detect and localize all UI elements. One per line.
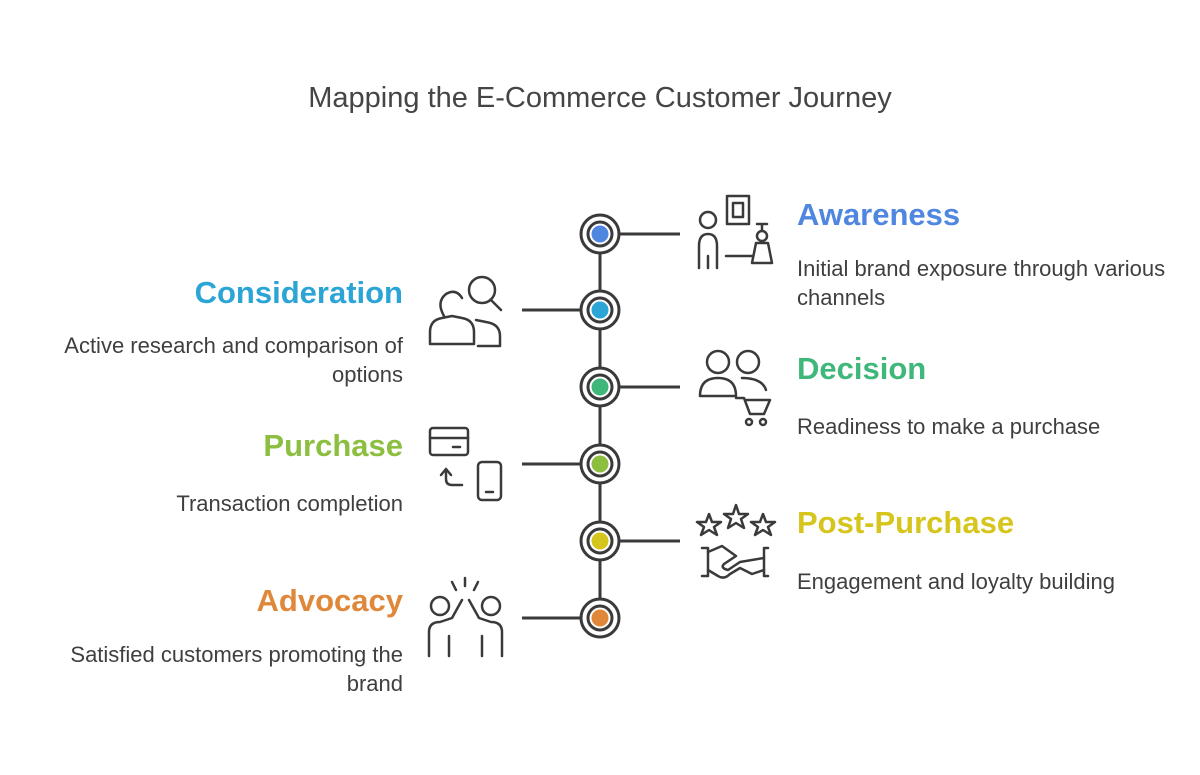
high-five-icon (427, 576, 504, 658)
stage-title-advocacy: Advocacy (256, 583, 403, 618)
node-decision (579, 366, 621, 408)
stage-desc-consideration: Active research and comparison of option… (64, 333, 403, 387)
node-purchase (579, 443, 621, 485)
node-advocacy (579, 597, 621, 639)
diagram-title: Mapping the E-Commerce Customer Journey (308, 82, 892, 114)
stage-desc-purchase: Transaction completion (176, 491, 403, 516)
stage-title-awareness: Awareness (797, 197, 961, 232)
stage-desc-post-purchase: Engagement and loyalty building (797, 569, 1116, 594)
node-post-purchase (579, 520, 621, 562)
stage-title-post-purchase: Post-Purchase (797, 505, 1015, 540)
stage-title-purchase: Purchase (263, 428, 403, 463)
stars-handshake-icon (695, 503, 777, 579)
node-consideration (579, 289, 621, 331)
stage-title-decision: Decision (797, 351, 927, 386)
stage-title-consideration: Consideration (194, 275, 403, 310)
people-search-icon (428, 275, 503, 348)
stage-desc-advocacy: Satisfied customers promoting the brand (70, 642, 403, 696)
person-billboard-icon (697, 194, 774, 270)
people-cart-icon (698, 349, 772, 427)
stage-desc-awareness: Initial brand exposure through various c… (797, 256, 1166, 310)
node-awareness (579, 213, 621, 255)
stage-desc-decision: Readiness to make a purchase (797, 414, 1101, 439)
card-phone-icon (428, 426, 503, 502)
